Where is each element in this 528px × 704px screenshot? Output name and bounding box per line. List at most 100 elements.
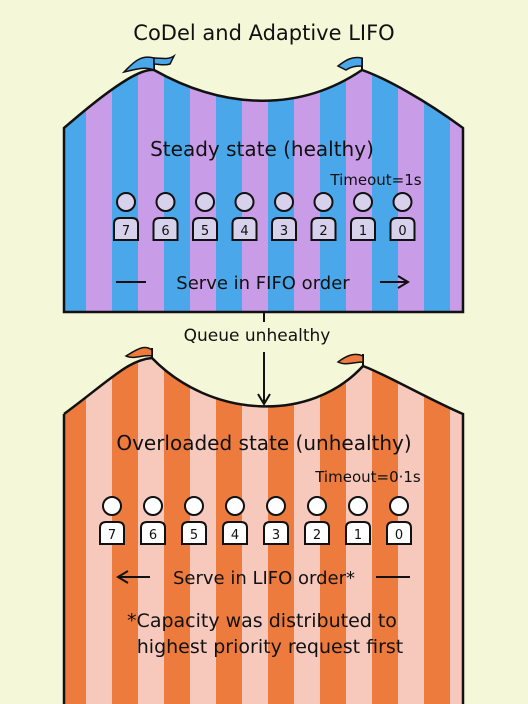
tent-stripe	[268, 69, 294, 312]
queued-request: 4	[231, 192, 258, 241]
tent-stripe	[64, 69, 86, 312]
person-head	[184, 496, 204, 516]
request-number: 2	[319, 224, 327, 239]
queued-request: 3	[271, 192, 297, 241]
bottom-tent-stripes	[64, 358, 463, 704]
person-body	[389, 217, 416, 241]
person-body	[140, 521, 166, 545]
request-number: 5	[190, 528, 198, 543]
flag-icon	[124, 346, 153, 359]
person-body	[304, 521, 330, 545]
tent-stripe	[450, 358, 463, 704]
request-number: 1	[354, 528, 362, 543]
queued-request: 1	[345, 496, 371, 545]
bottom-left-flag	[124, 346, 153, 359]
bottom-tent-heading: Overloaded state (unhealthy)	[116, 431, 411, 455]
person-head	[155, 192, 176, 212]
person-head	[195, 192, 215, 212]
tent-stripe	[320, 69, 346, 312]
bottom-serve-arrow	[116, 570, 410, 584]
person-body	[152, 217, 179, 241]
queued-request: 6	[152, 192, 179, 241]
footnote-line-2: highest priority request first	[137, 636, 404, 658]
queued-request: 1	[350, 192, 376, 241]
person-body	[310, 217, 337, 241]
top-serve-label: Serve in FIFO order	[176, 273, 350, 294]
transition-label: Queue unhealthy	[184, 326, 331, 346]
request-number: 1	[359, 224, 367, 239]
queued-request: 7	[99, 496, 125, 545]
bottom-serve-label: Serve in LIFO order*	[173, 568, 355, 589]
queued-request: 7	[113, 192, 139, 241]
queued-request: 2	[304, 496, 330, 545]
bottom-tent-timeout: Timeout=0·1s	[314, 468, 421, 486]
tent-stripe	[190, 69, 216, 312]
person-head	[274, 192, 294, 212]
person-head	[266, 496, 286, 516]
tent-stripe	[398, 69, 424, 312]
person-head	[102, 496, 122, 516]
top-serve-arrow	[116, 275, 410, 289]
tent-stripe	[242, 69, 268, 312]
request-number: 4	[231, 528, 239, 543]
person-body	[350, 217, 376, 241]
person-head	[307, 496, 327, 516]
request-number: 6	[161, 224, 169, 239]
person-head	[225, 496, 245, 516]
tent-stripe	[64, 358, 86, 704]
queued-request: 0	[386, 496, 412, 545]
request-number: 7	[122, 224, 130, 239]
queued-request: 6	[140, 496, 166, 545]
person-body	[386, 521, 412, 545]
tent-stripe	[294, 69, 320, 312]
top-tent-timeout: Timeout=1s	[329, 171, 421, 189]
arrow-down-icon	[257, 393, 271, 406]
person-head	[389, 496, 409, 516]
person-head	[143, 496, 163, 516]
request-number: 3	[280, 224, 288, 239]
tent-stripe	[372, 69, 398, 312]
person-head	[116, 192, 136, 212]
request-number: 7	[108, 528, 116, 543]
flag-icon	[336, 56, 363, 71]
flag-icon	[336, 353, 364, 365]
flag-icon	[153, 53, 176, 66]
person-head	[392, 192, 413, 212]
tent-stripe	[424, 69, 450, 312]
request-number: 6	[149, 528, 157, 543]
request-number: 0	[398, 224, 406, 239]
tent-stripe	[112, 69, 138, 312]
transition: Queue unhealthy	[184, 312, 331, 406]
person-body	[231, 217, 258, 241]
queued-request: 3	[263, 496, 289, 545]
person-body	[263, 521, 289, 545]
person-body	[113, 217, 139, 241]
tent-stripe	[164, 69, 190, 312]
person-body	[192, 217, 218, 241]
person-head	[353, 192, 373, 212]
bottom-right-flag	[336, 353, 364, 366]
queued-request: 5	[192, 192, 218, 241]
arrow-left-icon	[116, 570, 129, 584]
queued-request: 4	[222, 496, 248, 545]
tent-stripe	[424, 358, 450, 704]
top-right-flag	[336, 56, 363, 71]
diagram-title: CoDel and Adaptive LIFO	[133, 21, 394, 45]
top-tent-stripes	[64, 69, 463, 312]
tent-stripe	[138, 69, 164, 312]
arrow-right-icon	[397, 275, 410, 289]
tent-stripe	[216, 69, 242, 312]
person-body	[181, 521, 207, 545]
queued-request: 0	[389, 192, 416, 241]
request-number: 5	[201, 224, 209, 239]
tent-stripe	[346, 69, 372, 312]
person-body	[271, 217, 297, 241]
person-head	[313, 192, 334, 212]
request-number: 4	[240, 224, 248, 239]
person-body	[345, 521, 371, 545]
person-body	[99, 521, 125, 545]
person-body	[222, 521, 248, 545]
